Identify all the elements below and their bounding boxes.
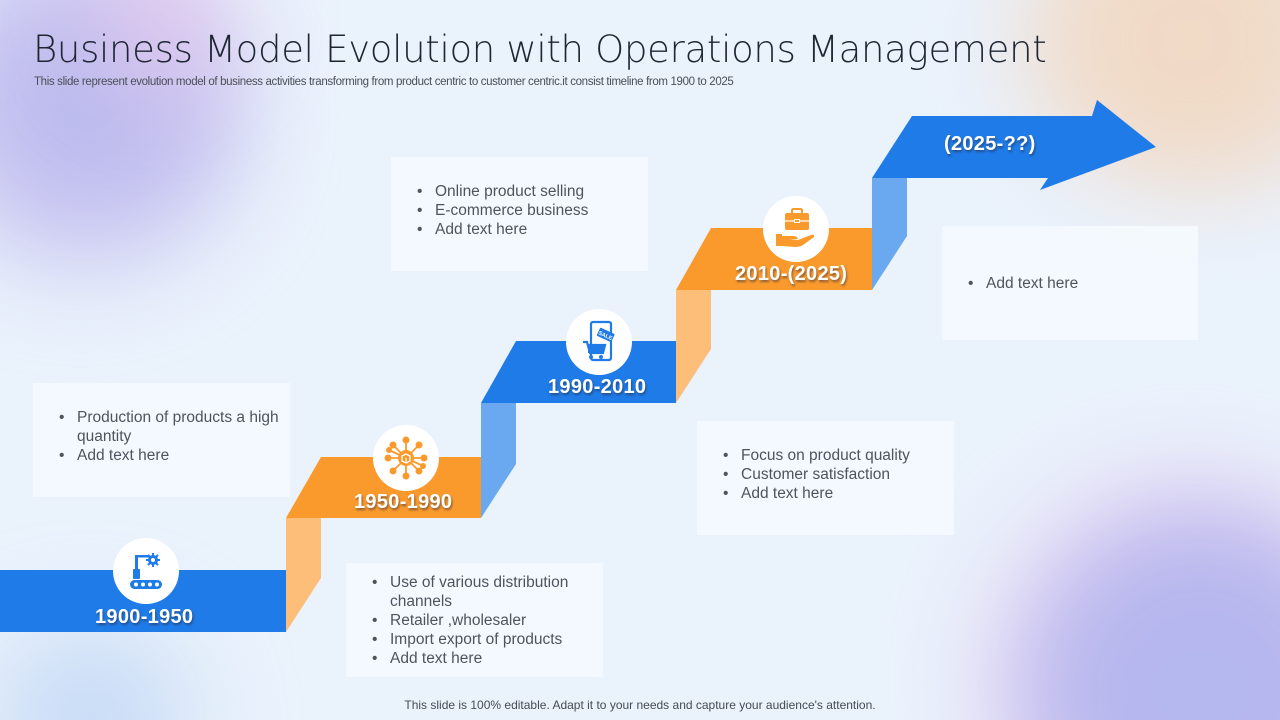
riser-2: [481, 403, 516, 518]
card-2010-2025: Focus on product quality Customer satisf…: [697, 421, 954, 535]
icon-circle-1950-1990: [373, 425, 439, 491]
slide-footer: This slide is 100% editable. Adapt it to…: [404, 698, 876, 712]
riser-3: [676, 290, 711, 403]
icon-circle-1900-1950: [113, 538, 179, 604]
bullet-item: E-commerce business: [417, 201, 648, 220]
bullet-list: Production of products a high quantity A…: [59, 408, 290, 465]
bullet-item: Add text here: [372, 649, 603, 668]
bullet-item: Add text here: [59, 446, 290, 465]
hand-briefcase-icon: [776, 208, 815, 247]
bullet-list: Use of various distribution channels Ret…: [372, 573, 603, 668]
icon-circle-1990-2010: SALE: [566, 309, 632, 375]
period-label-1900-1950: 1900-1950: [95, 606, 194, 628]
bullet-item: Import export of products: [372, 630, 603, 649]
svg-text:SALE: SALE: [597, 330, 613, 342]
icon-circle-2010-2025: [763, 196, 829, 262]
bullet-list: Add text here: [968, 274, 1198, 293]
bullet-item: Online product selling: [417, 182, 648, 201]
bullet-item: Retailer ,wholesaler: [372, 611, 603, 630]
robotic-arm-conveyor-icon: [130, 553, 162, 589]
bullet-list: Focus on product quality Customer satisf…: [723, 446, 954, 503]
riser-4: [872, 178, 907, 290]
riser-1: [286, 518, 321, 632]
bullet-item: Add text here: [968, 274, 1198, 293]
arrow-2025-future: [872, 100, 1156, 190]
bullet-item: Focus on product quality: [723, 446, 954, 465]
slide-subtitle: This slide represent evolution model of …: [34, 76, 734, 88]
period-label-1950-1990: 1950-1990: [354, 491, 453, 513]
period-label-1990-2010: 1990-2010: [548, 376, 647, 398]
mobile-cart-sale-icon: SALE: [583, 320, 615, 362]
bullet-item: Production of products a high quantity: [59, 408, 290, 446]
card-2025-future: Add text here: [942, 226, 1198, 340]
card-1990-2010: Online product selling E-commerce busine…: [391, 157, 648, 271]
bullet-item: Add text here: [417, 220, 648, 239]
bullet-item: Add text here: [723, 484, 954, 503]
bullet-item: Use of various distribution channels: [372, 573, 603, 611]
bullet-item: Customer satisfaction: [723, 465, 954, 484]
period-label-2010-2025: 2010-(2025): [735, 263, 848, 285]
period-label-2025-future: (2025-??): [944, 133, 1036, 155]
slide-title: Business Model Evolution with Operations…: [33, 28, 1047, 71]
card-1950-1990: Use of various distribution channels Ret…: [346, 563, 603, 677]
bullet-list: Online product selling E-commerce busine…: [417, 182, 648, 239]
card-1900-1950: Production of products a high quantity A…: [33, 383, 290, 497]
network-box-distribution-icon: [384, 436, 428, 480]
